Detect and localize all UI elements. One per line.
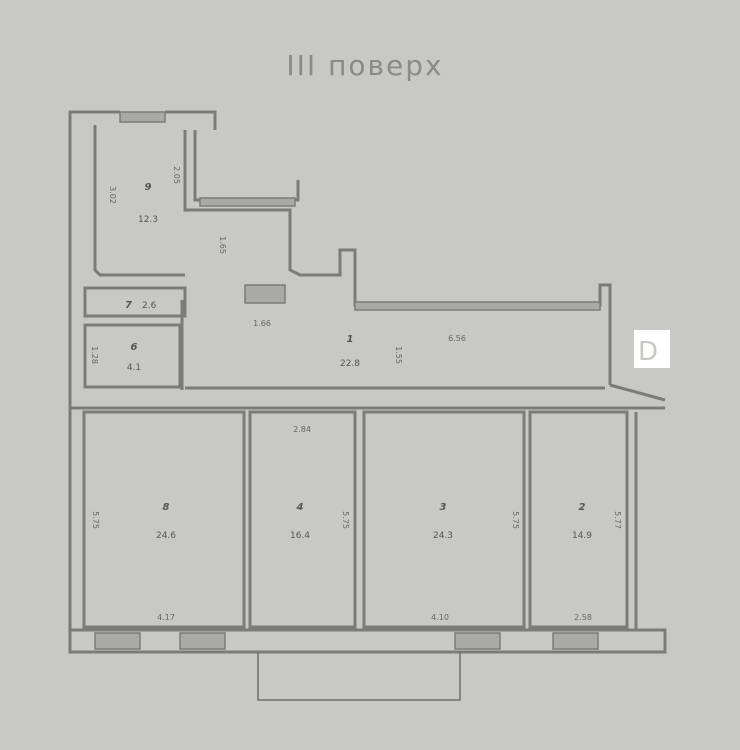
room-3: 3 24.3 [433, 502, 453, 541]
svg-text:3: 3 [440, 502, 447, 513]
windows [94, 111, 601, 650]
svg-text:2.58: 2.58 [574, 613, 592, 622]
dimension-labels: 6.56 1.66 2.84 4.17 4.10 2.58 5.75 5.75 … [90, 166, 622, 622]
svg-text:3.02: 3.02 [108, 186, 117, 204]
room-4: 4 16.4 [290, 502, 310, 541]
svg-text:16.4: 16.4 [290, 531, 310, 541]
svg-text:1.65: 1.65 [218, 236, 227, 254]
svg-text:5.75: 5.75 [91, 511, 100, 529]
svg-text:5.77: 5.77 [613, 511, 622, 529]
walls [68, 110, 667, 701]
svg-text:4.1: 4.1 [127, 363, 141, 373]
svg-text:1.28: 1.28 [90, 346, 99, 364]
room-1: 1 22.8 [340, 334, 360, 369]
svg-text:22.8: 22.8 [340, 359, 360, 369]
room-9: 9 12.3 [138, 182, 158, 225]
svg-text:2.05: 2.05 [172, 166, 181, 184]
svg-text:1.55: 1.55 [394, 346, 403, 364]
svg-text:6.56: 6.56 [448, 334, 466, 343]
svg-text:24.3: 24.3 [433, 531, 453, 541]
floor-title: III поверх [286, 49, 443, 82]
entrance-label: D [638, 337, 658, 367]
svg-text:6: 6 [131, 342, 138, 353]
room-8: 8 24.6 [156, 502, 176, 541]
room-7: 7 2.6 [125, 300, 157, 311]
svg-text:1: 1 [347, 334, 354, 345]
svg-text:8: 8 [163, 502, 170, 513]
svg-text:4: 4 [296, 502, 304, 513]
room-6: 6 4.1 [127, 342, 141, 373]
svg-text:2.6: 2.6 [142, 301, 157, 311]
svg-text:2: 2 [579, 502, 586, 513]
svg-text:7: 7 [125, 300, 132, 311]
svg-text:5.75: 5.75 [511, 511, 520, 529]
svg-text:9: 9 [145, 182, 152, 193]
svg-text:5.75: 5.75 [341, 511, 350, 529]
svg-text:4.10: 4.10 [431, 613, 449, 622]
svg-text:2.84: 2.84 [293, 425, 311, 434]
room-2: 2 14.9 [572, 502, 592, 541]
entrance-marker [634, 330, 670, 368]
svg-text:4.17: 4.17 [157, 613, 175, 622]
svg-text:12.3: 12.3 [138, 215, 158, 225]
svg-text:14.9: 14.9 [572, 531, 592, 541]
svg-text:24.6: 24.6 [156, 531, 176, 541]
svg-text:1.66: 1.66 [253, 319, 271, 328]
